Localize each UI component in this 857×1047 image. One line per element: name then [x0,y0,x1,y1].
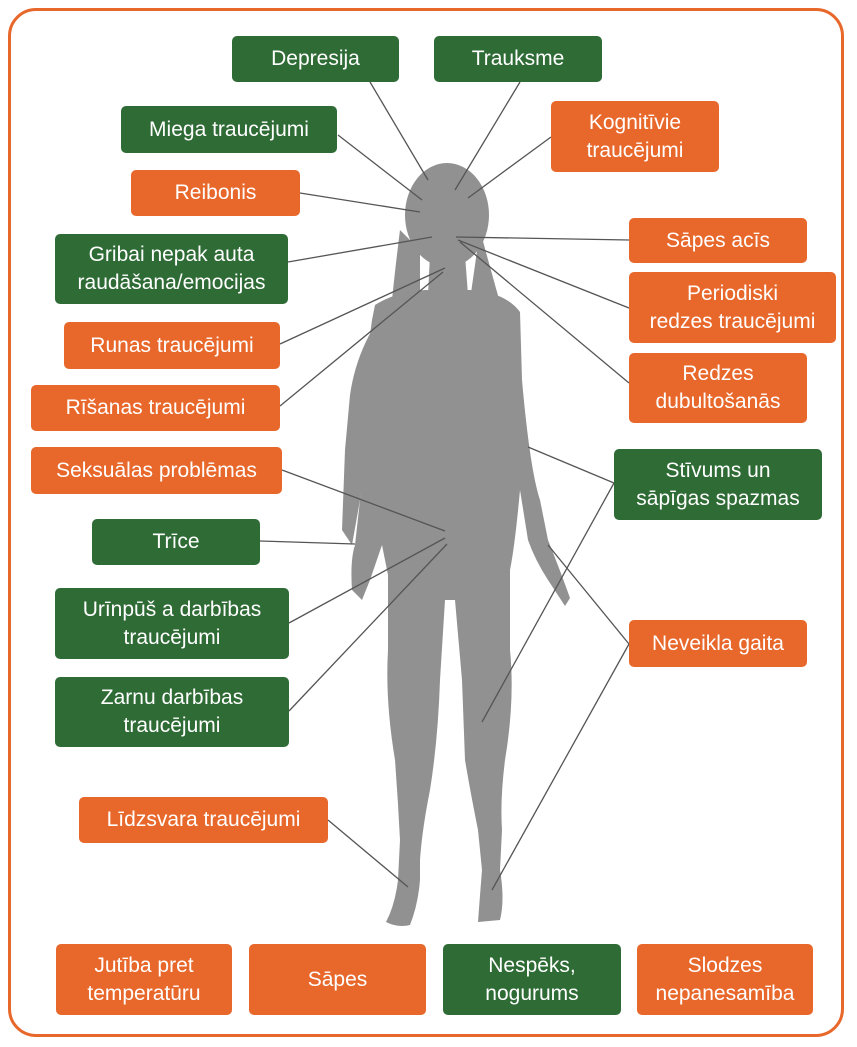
label-miega-traucejumi: Miega traucējumi [121,106,337,153]
label-redzes-dubultosanas: Redzes dubultošanās [629,353,807,423]
connector-line [260,541,355,544]
label-gribai-nepak-auta: Gribai nepak auta raudāšana/emocijas [55,234,288,304]
label-nespeks-nogurums: Nespēks, nogurums [443,944,621,1015]
label-neveikla-gaita: Neveikla gaita [629,620,807,667]
label-urinpusa-darbibas-traucejumi: Urīnpūš a darbības traucējumi [55,588,289,659]
connector-line [328,820,408,887]
label-trice: Trīce [92,519,260,565]
connector-line [338,135,422,200]
connector-line [492,644,629,890]
connector-line [370,82,428,180]
connector-line [528,447,614,483]
label-trauksme: Trauksme [434,36,602,82]
label-periodiski-redzes-traucejumi: Periodiski redzes traucējumi [629,272,836,343]
label-zarnu-darbibas-traucejumi: Zarnu darbības traucējumi [55,677,289,747]
label-sapes: Sāpes [249,944,426,1015]
label-depresija: Depresija [232,36,399,82]
label-jutiba-pret-temperaturu: Jutība pret temperatūru [56,944,232,1015]
connector-line [300,193,420,212]
label-reibonis: Reibonis [131,170,300,216]
label-stivums-sapigas-spazmas: Stīvums un sāpīgas spazmas [614,449,822,520]
label-runas-traucejumi: Runas traucējumi [64,322,280,369]
label-sapes-acis: Sāpes acīs [629,218,807,263]
connector-line [468,137,551,198]
connector-line [455,82,520,190]
label-slodzes-nepanesamiba: Slodzes nepanesamība [637,944,813,1015]
label-kognitivie-traucejumi: Kognitīvie traucējumi [551,101,719,172]
label-seksualas-problemas: Seksuālas problēmas [31,447,282,494]
label-lidzsvara-traucejumi: Līdzsvara traucējumi [79,797,328,843]
label-risanas-traucejumi: Rīšanas traucējumi [31,385,280,431]
